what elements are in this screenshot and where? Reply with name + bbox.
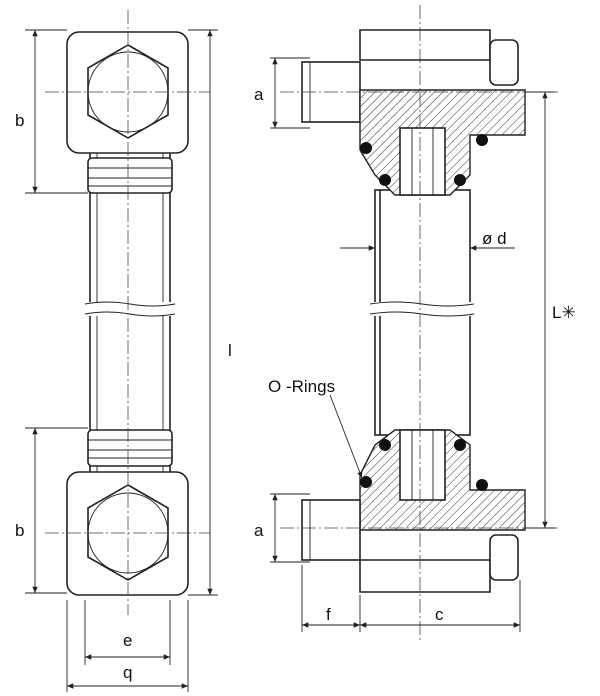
fitting-bottom	[66, 471, 189, 596]
section-view: a a ø d L✳ O -Rings f c	[254, 5, 576, 640]
hex-plug-bottom	[489, 534, 519, 581]
dim-L: L✳	[552, 303, 576, 322]
hex-plug-top	[489, 39, 519, 86]
hex-nut-bottom	[87, 484, 169, 581]
fitting-top	[66, 31, 189, 154]
thread-top	[87, 157, 173, 194]
o-rings-label: O -Rings	[268, 377, 335, 396]
front-view: b b l e q	[15, 10, 232, 692]
top-body	[301, 29, 526, 196]
dim-q: q	[123, 663, 132, 682]
dim-c: c	[435, 605, 444, 624]
bottom-body	[301, 429, 526, 593]
dim-e: e	[123, 631, 132, 650]
dim-f: f	[326, 605, 331, 624]
dim-l: l	[228, 341, 232, 360]
dim-a-top: a	[254, 85, 264, 104]
o-rings	[360, 134, 488, 491]
dim-b-top: b	[15, 111, 24, 130]
thread-bottom	[87, 429, 173, 467]
dim-a-bottom: a	[254, 521, 264, 540]
dim-b-bottom: b	[15, 521, 24, 540]
dim-d: ø d	[482, 229, 507, 248]
